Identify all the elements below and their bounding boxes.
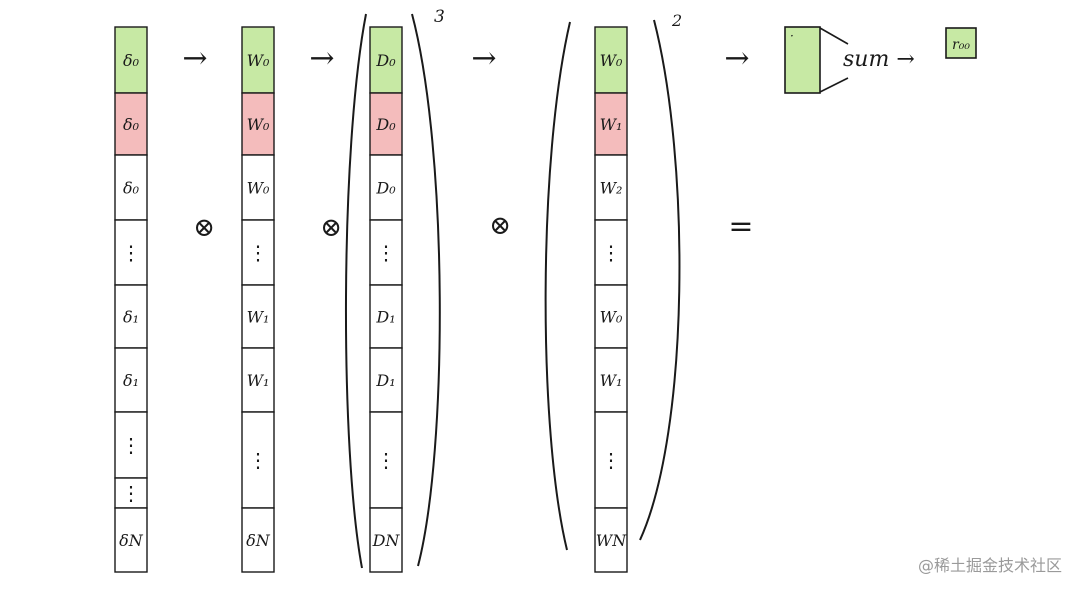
vector-d-cell xyxy=(369,507,403,573)
vector-w-first-cell-label: W₀ xyxy=(247,51,270,70)
left-paren-d xyxy=(344,13,367,569)
arrow-1: → xyxy=(182,41,207,76)
output-label: r₀₀ xyxy=(952,37,970,53)
vector-delta-cell xyxy=(114,26,148,94)
vector-w-first-cell xyxy=(241,411,275,509)
vector-w-second-cell-label: W₂ xyxy=(600,179,623,198)
vector-w-second-cell-label: W₁ xyxy=(600,115,623,134)
vector-d-cell xyxy=(369,347,403,413)
vector-d-cell-label: ⋮ xyxy=(376,241,396,265)
vector-w-second-cell xyxy=(594,507,628,573)
d-exponent: 3 xyxy=(434,7,445,27)
vector-delta-cell-label: ⋮ xyxy=(121,433,141,457)
watermark: @稀土掘金技术社区 xyxy=(917,556,1062,575)
vector-d-cell xyxy=(369,219,403,286)
vector-d-cell xyxy=(369,154,403,221)
vector-delta-cell-label: δ₁ xyxy=(123,308,139,327)
right-paren-d xyxy=(411,13,441,567)
right-paren-w xyxy=(639,19,681,541)
sum-funnel-lines xyxy=(819,27,849,93)
vector-w-second-cell xyxy=(594,219,628,286)
vector-d-cell-label: D₀ xyxy=(375,115,396,134)
vector-w-second-cell xyxy=(594,284,628,349)
vector-delta-cell-label: ⋮ xyxy=(121,481,141,505)
vector-d-cell xyxy=(369,92,403,156)
vector-w-first-cell xyxy=(241,92,275,156)
equals-sign: = xyxy=(728,209,753,244)
vector-d-cell-label: D₁ xyxy=(375,371,395,390)
vector-w-first-cell-label: ⋮ xyxy=(248,241,268,265)
vector-delta-cell-label: δ₁ xyxy=(123,371,139,390)
vector-w-second-cell xyxy=(594,347,628,413)
vector-delta-cell-label: δ₀ xyxy=(123,179,140,198)
vector-w-second: W₀ W₁ W₂ ⋮ W₀ W₁ ⋮ WN xyxy=(594,26,628,573)
vector-w-second-cell-label: W₀ xyxy=(600,308,623,327)
vector-w-second-cell-label: W₁ xyxy=(600,371,623,390)
vector-w-first-cell-label: W₀ xyxy=(247,179,270,198)
output-box xyxy=(945,27,977,59)
vector-d-cell-label: D₀ xyxy=(375,179,396,198)
result-vector-box xyxy=(784,26,821,94)
vector-d-cell xyxy=(369,26,403,94)
vector-w-first-cell xyxy=(241,154,275,221)
vector-delta-cell-label: ⋮ xyxy=(121,241,141,265)
vector-w-second-cell-label: WN xyxy=(596,531,627,550)
vector-delta-cell-label: δN xyxy=(119,531,144,550)
vector-d-cell-label: D₀ xyxy=(375,51,396,70)
vector-d-cell xyxy=(369,284,403,349)
vector-delta-cell xyxy=(114,219,148,286)
vector-delta-cell xyxy=(114,477,148,509)
vector-w-second-cell-label: ⋮ xyxy=(601,448,621,472)
w-exponent: 2 xyxy=(671,11,682,30)
vector-w-first-cell-label: ⋮ xyxy=(248,448,268,472)
vectors-layer: δ₀ δ₀ δ₀ ⋮ δ₁ δ₁ ⋮ ⋮ δN W₀ W₀ W₀ ⋮ W₁ W₁ ⋮ δN D₀ D₀ D₀ ⋮ D₁ D₁… xyxy=(114,26,628,573)
vector-w-second-cell xyxy=(594,26,628,94)
vector-w-second-cell-label: W₀ xyxy=(600,51,623,70)
vector-w-first-cell-label: W₁ xyxy=(247,371,270,390)
sum-label: sum → xyxy=(843,47,915,72)
arrow-2: → xyxy=(309,41,334,76)
arrow-3: → xyxy=(471,41,496,76)
arrow-4: → xyxy=(724,41,749,76)
result-dot: · xyxy=(790,29,794,43)
vector-w-second-cell xyxy=(594,92,628,156)
vector-delta-cell-label: δ₀ xyxy=(123,51,140,70)
vector-w-second-cell-label: ⋮ xyxy=(601,241,621,265)
vector-w-first-cell xyxy=(241,26,275,94)
vector-w-first-cell-label: W₀ xyxy=(247,115,270,134)
vector-w-first-cell xyxy=(241,507,275,573)
vector-delta-cell-label: δ₀ xyxy=(123,115,140,134)
vector-w-first-cell-label: W₁ xyxy=(247,308,270,327)
vector-d-cell xyxy=(369,411,403,509)
vector-d-cell-label: DN xyxy=(372,531,401,550)
times-operator-3: ⊗ xyxy=(489,211,511,241)
times-operator-2: ⊗ xyxy=(320,213,342,243)
vector-d-cell-label: ⋮ xyxy=(376,448,396,472)
left-paren-w xyxy=(544,21,571,551)
times-operator-1: ⊗ xyxy=(193,213,215,243)
vector-w-first-cell-label: δN xyxy=(246,531,271,550)
vector-delta-cell xyxy=(114,347,148,413)
vector-w-first-cell xyxy=(241,284,275,349)
vector-delta: δ₀ δ₀ δ₀ ⋮ δ₁ δ₁ ⋮ ⋮ δN xyxy=(114,26,148,573)
vector-w-first: W₀ W₀ W₀ ⋮ W₁ W₁ ⋮ δN xyxy=(241,26,275,573)
vector-d: D₀ D₀ D₀ ⋮ D₁ D₁ ⋮ DN xyxy=(369,26,403,573)
vector-delta-cell xyxy=(114,507,148,573)
vector-d-cell-label: D₁ xyxy=(375,308,395,327)
